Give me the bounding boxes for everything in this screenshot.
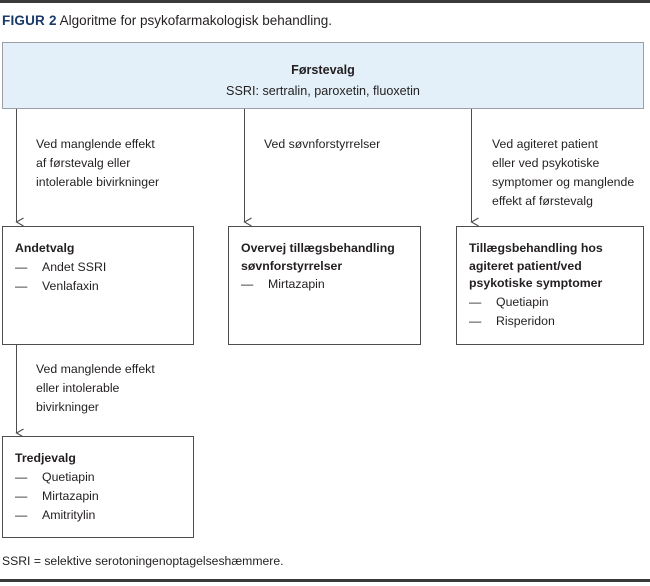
dash-bullet: —: [469, 294, 482, 309]
top-rule: [0, 0, 650, 3]
dash-bullet: —: [15, 488, 28, 503]
list-item-label: Mirtazapin: [42, 488, 99, 503]
list-item-label: Risperidon: [496, 313, 555, 328]
bottom-rule: [0, 579, 650, 582]
algorithm-diagram: Førstevalg SSRI: sertralin, paroxetin, f…: [0, 40, 650, 540]
dash-bullet: —: [15, 259, 28, 274]
note-left-lower-line-2: eller intolerable: [36, 381, 120, 395]
list-item: — Andet SSRI: [15, 258, 181, 277]
box-sovnforstyrrelser-title-line-1: Overvej tillægsbehandling: [241, 241, 395, 255]
note-left-line-2: af førstevalg eller: [36, 156, 131, 170]
box-sovnforstyrrelser-content: Overvej tillægsbehandling søvnforstyrrel…: [229, 227, 420, 302]
note-right-branch: Ved agiteret patient eller ved psykotisk…: [492, 135, 650, 211]
note-left-lower-line-3: bivirkninger: [36, 400, 99, 414]
box-forstevalg-subtitle: SSRI: sertralin, paroxetin, fluoxetin: [226, 84, 420, 98]
box-sovnforstyrrelser[interactable]: Overvej tillægsbehandling søvnforstyrrel…: [228, 226, 421, 345]
note-right-line-3: symptomer og manglende: [492, 175, 635, 189]
note-left-line-3: intolerable bivirkninger: [36, 175, 160, 189]
note-left-branch: Ved manglende effekt af førstevalg eller…: [36, 135, 221, 192]
list-item: — Quetiapin: [469, 293, 631, 312]
list-item-label: Andet SSRI: [42, 259, 107, 274]
dash-bullet: —: [15, 507, 28, 522]
box-forstevalg-title: Førstevalg: [291, 63, 355, 77]
note-left-lower-branch: Ved manglende effekt eller intolerable b…: [36, 360, 221, 417]
list-item: — Amitritylin: [15, 506, 181, 525]
dash-bullet: —: [469, 313, 482, 328]
note-middle-branch: Ved søvnforstyrrelser: [264, 135, 454, 154]
list-item-label: Quetiapin: [496, 294, 549, 309]
box-forstevalg-content: Førstevalg SSRI: sertralin, paroxetin, f…: [3, 43, 643, 102]
dash-bullet: —: [241, 277, 254, 291]
box-agiteret-patient-content: Tillægsbehandling hos agiteret patient/v…: [457, 227, 643, 339]
dash-bullet: —: [15, 278, 28, 293]
list-item: — Mirtazapin: [15, 487, 181, 506]
note-middle-line-1: Ved søvnforstyrrelser: [264, 137, 381, 151]
box-agiteret-patient-title-line-1: Tillægsbehandling hos: [469, 241, 603, 255]
dash-bullet: —: [15, 469, 28, 484]
box-tredjevalg-content: Tredjevalg — Quetiapin — Mirtazapin — Amitr…: [3, 437, 193, 533]
box-agiteret-patient-title-line-2: agiteret patient/ved: [469, 258, 582, 273]
figure-caption-text: Algoritme for psykofarmakologisk behandl…: [59, 13, 333, 28]
list-item-label: Amitritylin: [42, 507, 96, 522]
box-tredjevalg-list: — Quetiapin — Mirtazapin — Amitritylin: [15, 468, 181, 525]
box-agiteret-patient-list: — Quetiapin — Risperidon: [469, 293, 631, 331]
box-tredjevalg-title: Tredjevalg: [15, 451, 76, 465]
note-left-line-1: Ved manglende effekt: [36, 137, 155, 151]
list-item: — Venlafaxin: [15, 277, 181, 296]
box-agiteret-patient[interactable]: Tillægsbehandling hos agiteret patient/v…: [456, 226, 644, 345]
list-item: — Risperidon: [469, 312, 631, 331]
list-item: — Quetiapin: [15, 468, 181, 487]
box-agiteret-patient-title-line-3: psykotiske symptomer: [469, 276, 603, 290]
figure-number: FIGUR 2: [2, 13, 57, 28]
list-item: — Mirtazapin: [241, 275, 408, 294]
box-sovnforstyrrelser-list: — Mirtazapin: [241, 275, 408, 294]
note-right-line-4: effekt af førstevalg: [492, 194, 593, 208]
box-forstevalg[interactable]: Førstevalg SSRI: sertralin, paroxetin, f…: [2, 42, 644, 109]
box-andetvalg-content: Andetvalg — Andet SSRI — Venlafaxin: [3, 227, 193, 304]
list-item-label: Venlafaxin: [42, 278, 99, 293]
box-andetvalg-title: Andetvalg: [15, 241, 75, 255]
footnote: SSRI = selektive serotoningenoptagelsesh…: [2, 554, 284, 568]
box-andetvalg[interactable]: Andetvalg — Andet SSRI — Venlafaxin: [2, 226, 194, 345]
list-item-label: Quetiapin: [42, 469, 95, 484]
list-item-label: Mirtazapin: [268, 277, 325, 291]
box-andetvalg-list: — Andet SSRI — Venlafaxin: [15, 258, 181, 296]
note-left-lower-line-1: Ved manglende effekt: [36, 362, 155, 376]
box-sovnforstyrrelser-title-line-2: søvnforstyrrelser: [241, 258, 343, 273]
note-right-line-2: eller ved psykotiske: [492, 156, 600, 170]
figure-caption: FIGUR 2 Algoritme for psykofarmakologisk…: [2, 12, 642, 29]
note-right-line-1: Ved agiteret patient: [492, 137, 598, 151]
box-tredjevalg[interactable]: Tredjevalg — Quetiapin — Mirtazapin — Amitr…: [2, 436, 194, 538]
